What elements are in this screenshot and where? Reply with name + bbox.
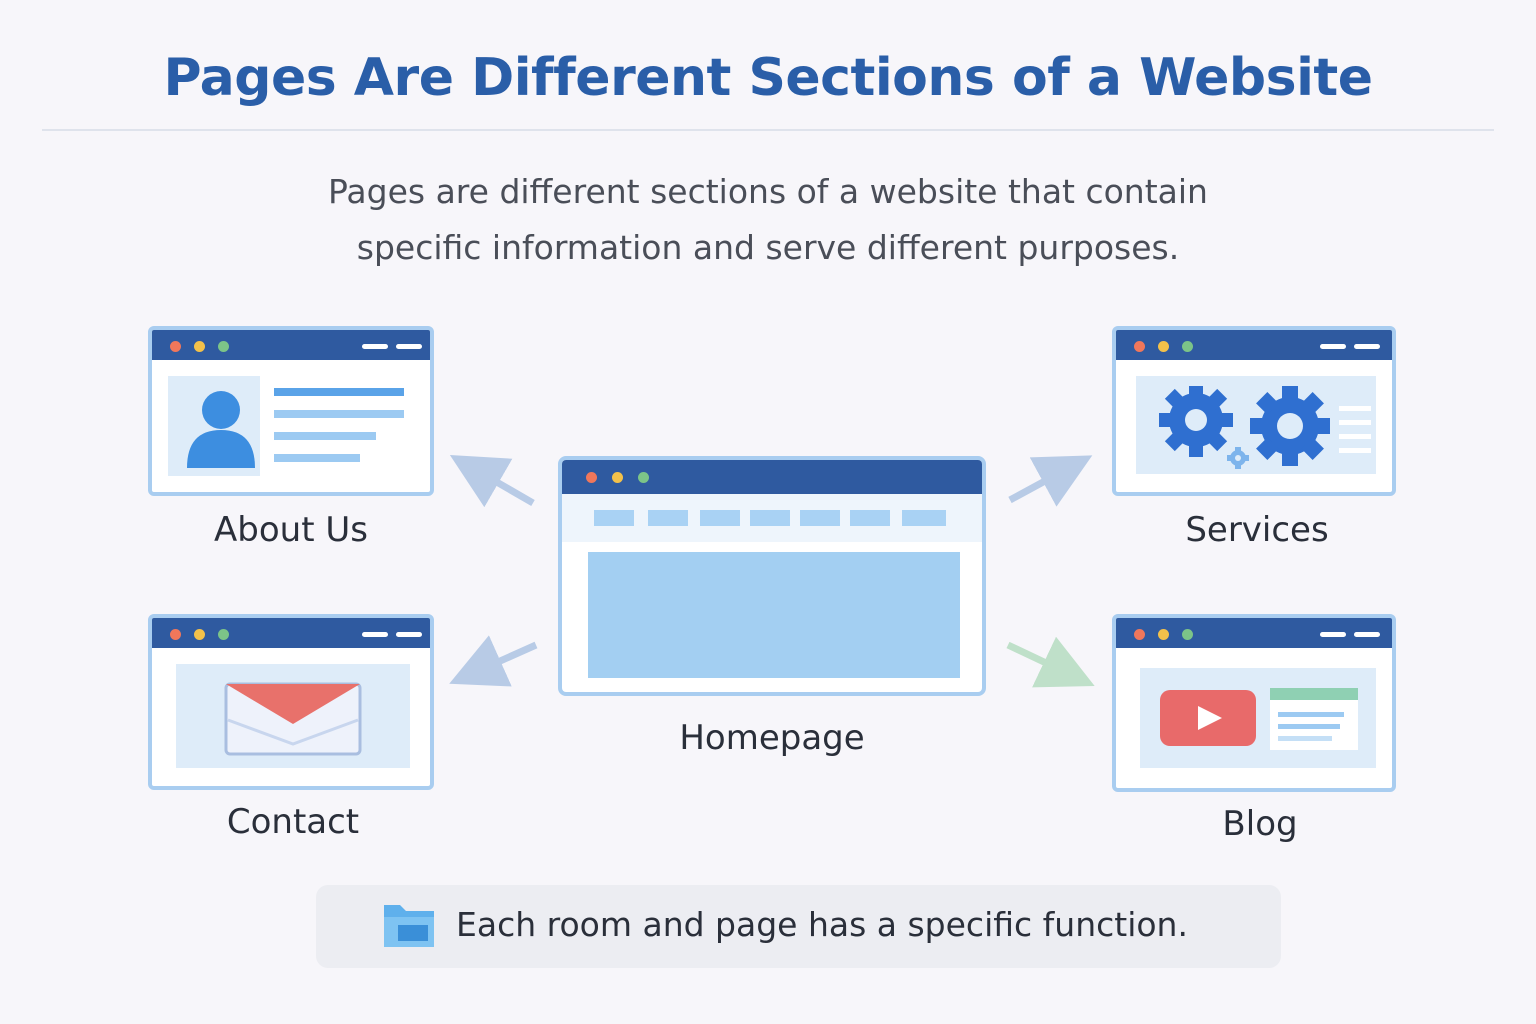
services-window[interactable] bbox=[1112, 326, 1396, 496]
blog-label: Blog bbox=[1222, 804, 1298, 844]
article-card bbox=[1270, 688, 1358, 750]
window-title-bar bbox=[562, 460, 982, 494]
contact-window[interactable] bbox=[148, 614, 434, 790]
about-us-window[interactable] bbox=[148, 326, 434, 496]
video-play-icon bbox=[1160, 690, 1256, 746]
folder-icon bbox=[384, 905, 434, 947]
subtitle-line-2: specific information and serve different… bbox=[356, 228, 1180, 267]
note-text: Each room and page has a specific functi… bbox=[456, 905, 1188, 944]
title-divider bbox=[42, 129, 1494, 131]
arrow-to-services bbox=[1008, 455, 1093, 507]
window-title-bar bbox=[152, 330, 430, 360]
text-lines bbox=[274, 388, 404, 462]
arrow-to-contact bbox=[449, 635, 538, 687]
subtitle-line-1: Pages are different sections of a websit… bbox=[328, 172, 1208, 211]
services-label: Services bbox=[1185, 510, 1329, 550]
blog-window[interactable] bbox=[1112, 614, 1396, 792]
contact-label: Contact bbox=[226, 802, 360, 842]
about-us-label: About Us bbox=[214, 510, 368, 550]
homepage-window-icon bbox=[562, 494, 982, 678]
envelope-icon bbox=[224, 682, 362, 756]
window-title-bar bbox=[1116, 618, 1392, 648]
window-title-bar bbox=[1116, 330, 1392, 360]
page-title: Pages Are Different Sections of a Websit… bbox=[163, 48, 1373, 108]
homepage-window[interactable] bbox=[558, 456, 986, 696]
arrow-to-about bbox=[449, 454, 535, 508]
gears-icon bbox=[1159, 386, 1371, 469]
info-note: Each room and page has a specific functi… bbox=[316, 885, 1281, 968]
subtitle: Pages are different sections of a websit… bbox=[200, 164, 1336, 276]
window-title-bar bbox=[152, 618, 430, 648]
arrow-to-blog bbox=[1006, 636, 1095, 688]
user-profile-icon bbox=[187, 391, 255, 468]
homepage-label: Homepage bbox=[679, 718, 865, 758]
